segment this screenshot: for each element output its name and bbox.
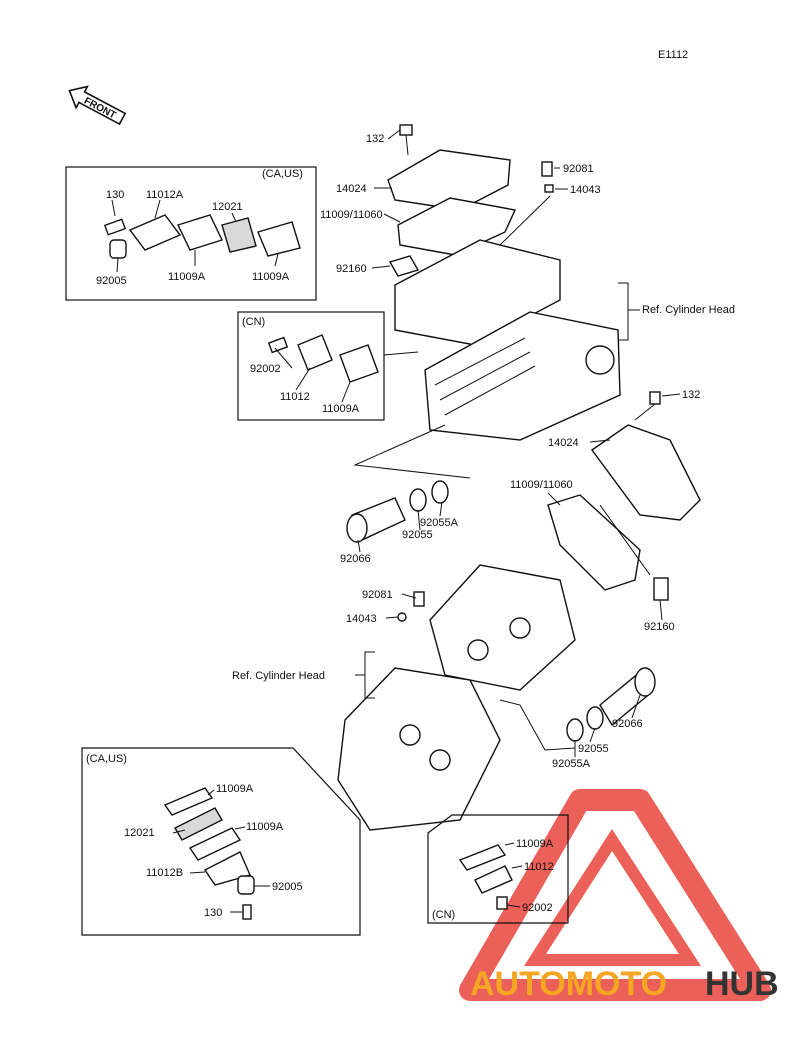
callout-130-bottom: 130 bbox=[204, 907, 222, 919]
ref-cylinder-head-lower: Ref. Cylinder Head bbox=[232, 670, 325, 682]
callout-92055a-mid: 92055A bbox=[420, 517, 459, 529]
front-arrow-icon: FRONT bbox=[68, 85, 127, 126]
callout-92160-top: 92160 bbox=[336, 263, 367, 275]
lower-cylinder-head bbox=[337, 564, 576, 831]
callout-11009-11060-right: 11009/11060 bbox=[510, 479, 573, 491]
callout-130-top: 130 bbox=[106, 189, 124, 201]
callout-11009a-top-2: 11009A bbox=[252, 271, 290, 283]
callout-11009a-top-cn: 11009A bbox=[322, 403, 360, 415]
callout-92002-bottom-cn: 92002 bbox=[522, 902, 553, 914]
diagram-code: E1112 bbox=[658, 49, 688, 61]
callout-11012a: 11012A bbox=[146, 189, 184, 201]
callout-12021-top: 12021 bbox=[212, 201, 243, 213]
bolt-132-right bbox=[649, 391, 661, 405]
callout-14043-top: 14043 bbox=[570, 184, 601, 196]
callout-labels: 132 92081 14043 14024 11009/11060 92160 … bbox=[96, 133, 735, 919]
reed-valve-parts-top-cn bbox=[267, 334, 379, 383]
callout-14024-right: 14024 bbox=[548, 437, 579, 449]
intake-pipe-92066-lower bbox=[566, 667, 656, 742]
group-box-top-cn bbox=[237, 311, 385, 421]
group-box-top-ca-us bbox=[65, 166, 317, 301]
callout-12021-bottom: 12021 bbox=[124, 827, 155, 839]
spring-92081-lower bbox=[413, 591, 425, 607]
callout-11009a-top-1: 11009A bbox=[168, 271, 206, 283]
callout-92055-lower: 92055 bbox=[578, 743, 609, 755]
callout-11012-top: 11012 bbox=[280, 391, 310, 403]
callout-92081-lower: 92081 bbox=[362, 589, 393, 601]
spring-92081-top bbox=[541, 161, 553, 177]
callout-11009a-bottom-cn: 11009A bbox=[516, 838, 554, 850]
watermark-text-part2: HUB bbox=[705, 965, 779, 1003]
callout-11009a-bottom-2: 11009A bbox=[246, 821, 284, 833]
callout-92055-mid: 92055 bbox=[402, 529, 433, 541]
callout-92066-lower: 92066 bbox=[612, 718, 643, 730]
clamp-92160-top bbox=[388, 255, 420, 277]
callout-11012-bottom-cn: 11012 bbox=[524, 861, 554, 873]
reed-valve-parts-top bbox=[103, 214, 301, 259]
bolt-132-top bbox=[399, 124, 413, 136]
callout-92081-top: 92081 bbox=[563, 163, 594, 175]
callout-92160-right: 92160 bbox=[644, 621, 675, 633]
callout-11009a-bottom-1: 11009A bbox=[216, 783, 254, 795]
watermark-text-part1: AUTOMOTO bbox=[470, 965, 667, 1003]
cap-14043-lower bbox=[397, 612, 407, 622]
ref-cylinder-head-upper: Ref. Cylinder Head bbox=[642, 304, 735, 316]
lower-rocker-cover bbox=[547, 424, 701, 591]
cap-14043-top bbox=[544, 184, 554, 193]
group-label-top-ca-us: (CA,US) bbox=[262, 168, 303, 180]
callout-92066-mid: 92066 bbox=[340, 553, 371, 565]
callout-14024-top: 14024 bbox=[336, 183, 367, 195]
group-label-top-cn: (CN) bbox=[242, 316, 265, 328]
group-label-bottom-cn: (CN) bbox=[432, 909, 455, 921]
watermark-text: AUTOMOTO HUB bbox=[470, 965, 779, 1003]
callout-92055a-lower: 92055A bbox=[552, 758, 591, 770]
callout-92005-bottom: 92005 bbox=[272, 881, 303, 893]
watermark-logo bbox=[459, 789, 771, 1001]
reed-valve-parts-bottom-cn bbox=[458, 844, 513, 910]
group-box-bottom-cn bbox=[427, 814, 569, 924]
callout-11012b: 11012B bbox=[146, 867, 183, 879]
callout-92005-top: 92005 bbox=[96, 275, 127, 287]
intake-pipe-92066-mid bbox=[346, 480, 449, 543]
reed-valve-parts-bottom bbox=[163, 787, 255, 920]
group-label-bottom-ca-us: (CA,US) bbox=[86, 753, 127, 765]
group-box-bottom-ca-us bbox=[81, 747, 361, 936]
callout-92002-top: 92002 bbox=[250, 363, 281, 375]
callout-132-top: 132 bbox=[366, 133, 384, 145]
callout-11009-11060-top: 11009/11060 bbox=[320, 209, 383, 221]
clamp-92160-right bbox=[653, 577, 669, 601]
callout-14043-lower: 14043 bbox=[346, 613, 377, 625]
leader-lines bbox=[274, 129, 641, 757]
upper-cylinder-head bbox=[387, 149, 621, 441]
callout-132-right: 132 bbox=[682, 389, 700, 401]
